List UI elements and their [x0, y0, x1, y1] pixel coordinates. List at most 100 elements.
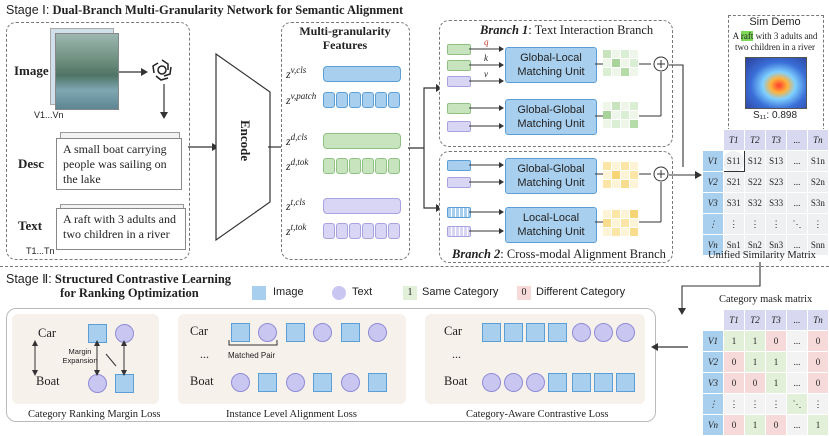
unified-cell: ...: [786, 234, 808, 256]
mask-cell: ⋮: [806, 393, 829, 415]
margin-pair-arrows: [94, 340, 127, 376]
unified-cell: ...: [786, 150, 808, 172]
b1-heatmap-2: [603, 102, 638, 128]
mask-row: ⋮: [701, 393, 725, 415]
instance-boat-row: [224, 370, 394, 394]
instance-dots: ...: [200, 347, 209, 361]
b2-in-2: [447, 177, 471, 188]
mask-cell: 0: [744, 372, 767, 394]
legend-text: Text: [352, 286, 373, 298]
encode-label: Encode: [238, 120, 253, 162]
unified-matrix: T1 T2 T3 ... Tn V1 S11 S12 S13 ... S1n V…: [702, 129, 829, 256]
mask-cell: 0: [765, 330, 788, 352]
legend-text-swatch: [332, 286, 346, 300]
mask-cell: 0: [723, 351, 746, 373]
legend-diff-swatch: 0: [517, 286, 531, 300]
b1-v: v: [484, 69, 488, 79]
sim-demo-title: Sim Demo: [749, 16, 801, 28]
stage2-prefix: Stage Ⅱ:: [6, 272, 52, 286]
margin-boat: Boat: [36, 374, 60, 388]
b1-q: q: [484, 37, 489, 47]
legend-same: Same Category: [422, 286, 499, 298]
mask-cell: ...: [786, 330, 808, 352]
feat-label-dcls: zd,cls: [286, 132, 308, 148]
margin-loss-box: [12, 314, 159, 404]
legend-image: Image: [273, 286, 304, 298]
mask-cell: 0: [723, 414, 746, 436]
mask-cell: 0: [723, 372, 746, 394]
unified-cell: S11: [722, 150, 745, 172]
stage1-prefix: Stage Ⅰ:: [6, 3, 50, 17]
feat-bar-vpatch: [323, 92, 403, 108]
sim-demo-score: S₁₁: 0.898: [753, 110, 797, 121]
desc-box: A small boat carrying people was sailing…: [56, 138, 182, 190]
feat-label-tcls: zt,cls: [286, 197, 306, 213]
b2-local-local-unit: Local-Local Matching Unit: [505, 207, 597, 243]
b1-k: k: [484, 53, 488, 63]
b2-in-4: [447, 226, 471, 237]
encoder-trapezoid: [215, 52, 271, 242]
legend-diff: Different Category: [536, 286, 626, 298]
mask-row: V1: [701, 330, 725, 352]
mask-title: Category mask matrix: [719, 294, 813, 305]
unified-cell: S32: [743, 192, 767, 214]
features-title: Multi-granularity Features: [299, 24, 391, 52]
unified-cell: Sn2: [743, 234, 767, 256]
mask-cell: 1: [723, 330, 746, 352]
mask-cell: 1: [765, 351, 788, 373]
mask-row: V2: [701, 351, 725, 373]
category-boat: Boat: [444, 374, 468, 388]
mask-cell: 1: [806, 414, 829, 436]
sim-demo-heatmap: [745, 57, 807, 109]
text-label: Text: [18, 218, 43, 233]
instance-pair-label: Matched Pair: [228, 351, 276, 360]
mask-cell: ...: [786, 372, 808, 394]
instance-pair-brace: [228, 340, 278, 346]
features-to-branches-arrows: [408, 84, 442, 212]
margin-boat-text: [88, 374, 107, 393]
b1-heatmap-1: [603, 50, 638, 76]
category-car-row: [478, 320, 643, 344]
unified-row: V2: [702, 171, 724, 193]
desc-label: Desc: [18, 156, 44, 171]
b1-output-arrows: [595, 56, 669, 117]
unified-cell: ⋮: [765, 213, 788, 235]
b2-input-arrows: [469, 162, 504, 234]
unified-cell: S3n: [806, 192, 829, 214]
instance-caption: Instance Level Alignment Loss: [226, 409, 357, 420]
mask-col: T3: [765, 309, 788, 331]
legend-same-swatch: 1: [403, 286, 417, 300]
category-caption: Category-Aware Contrastive Loss: [466, 409, 609, 420]
category-car: Car: [444, 324, 463, 338]
mask-row: Vn: [701, 414, 725, 436]
unified-row: V1: [702, 150, 724, 172]
feat-bar-tcls: [323, 198, 401, 214]
stage1-heading: Dual-Branch Multi-Granularity Network fo…: [52, 3, 404, 17]
matrix-to-stage2-arrow: [678, 262, 761, 315]
mask-cell: ...: [786, 414, 808, 436]
unified-cell: ⋮: [722, 213, 745, 235]
unified-cell: ⋱: [786, 213, 808, 235]
b2-global-global-unit: Global-Global Matching Unit: [505, 158, 597, 194]
mask-cell: 0: [806, 372, 829, 394]
b2-heatmap-2: [603, 210, 638, 236]
b2-in-1: [447, 160, 471, 171]
image-thumbnail: [55, 33, 119, 110]
stage-divider: [0, 266, 829, 267]
mask-cell: 1: [744, 330, 767, 352]
feat-bar-dtok: [323, 158, 403, 174]
unified-row: V3: [702, 192, 724, 214]
b1-global-global-unit: Global-Global Matching Unit: [505, 99, 597, 135]
unified-cell: S12: [743, 150, 767, 172]
feat-bar-ttok: [323, 223, 403, 239]
branch1-title: Branch 1: Text Interaction Branch: [480, 23, 654, 37]
feat-label-dtok: zd,tok: [286, 157, 309, 173]
mask-col: T1: [723, 309, 746, 331]
b1-in-3: [447, 76, 471, 87]
feat-bar-dcls: [323, 133, 401, 149]
mask-cell: 1: [744, 414, 767, 436]
b1-in-5: [447, 121, 471, 132]
mask-cell: ⋮: [723, 393, 746, 415]
feat-label-ttok: zt,tok: [286, 222, 307, 238]
margin-expansion-arrow: [32, 340, 38, 376]
